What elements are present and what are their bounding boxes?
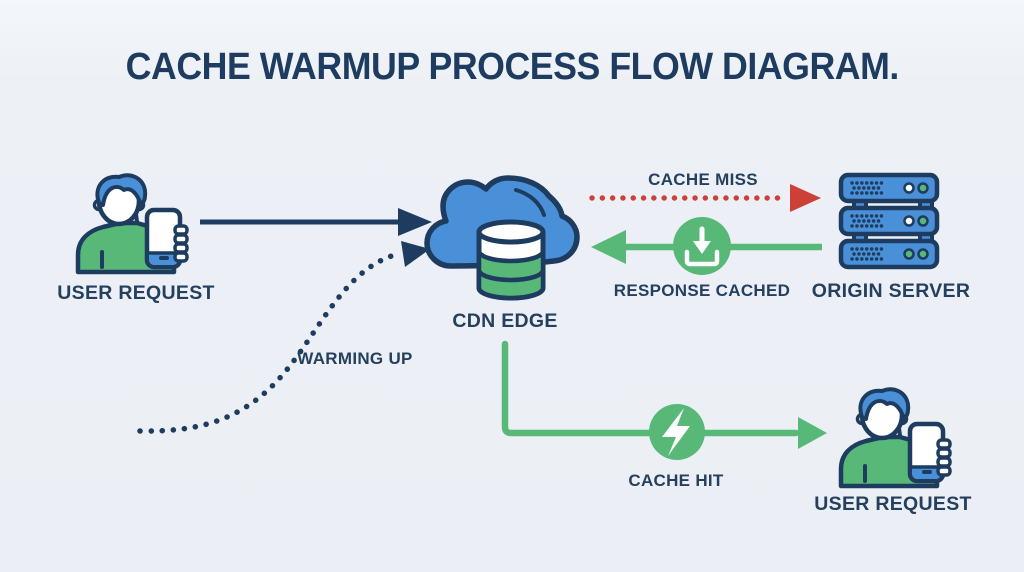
cache-miss-label: CACHE MISS: [648, 170, 758, 189]
lightning-icon: [649, 404, 705, 460]
database-cylinder: [476, 219, 546, 301]
warming-up-curve: [137, 241, 430, 434]
warming-up-label: WARMING UP: [297, 349, 413, 368]
cache-hit-label: CACHE HIT: [628, 471, 724, 490]
user-bottom-icon: [841, 389, 950, 486]
server-unit-2: [838, 205, 940, 237]
cache-hit-path: [501, 340, 827, 460]
cloud-database-icon: [424, 175, 580, 301]
cache-miss-arrow: [589, 184, 821, 212]
server-unit-3: [838, 238, 940, 270]
response-cached-label: RESPONSE CACHED: [613, 281, 791, 300]
cdn-edge-label: CDN EDGE: [452, 310, 558, 332]
user-left-label: USER REQUEST: [57, 282, 215, 304]
user-left-icon: [78, 175, 187, 272]
server-stack-icon: [838, 172, 940, 270]
download-icon: [673, 217, 731, 275]
origin-server-label: ORIGIN SERVER: [811, 280, 971, 302]
cloud-shine: [514, 188, 546, 217]
server-unit-1: [838, 172, 940, 204]
page-title: CACHE WARMUP PROCESS FLOW DIAGRAM.: [125, 46, 899, 88]
response-cached-arrow: [591, 217, 822, 275]
user-to-cdn-arrow: [200, 208, 432, 236]
user-bottom-label: USER REQUEST: [814, 493, 972, 515]
